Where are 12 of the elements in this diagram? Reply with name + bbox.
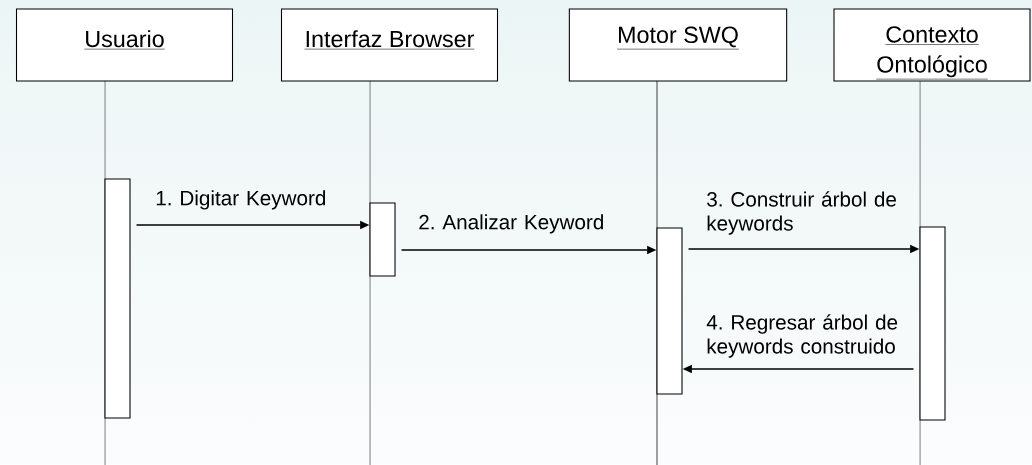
lifeline-header-box: Contexto Ontológico [833, 8, 1031, 82]
message-label: 3. Construir árbol de keywords [707, 191, 896, 235]
activation-bar [656, 227, 683, 395]
activation-bar [919, 226, 946, 421]
lifeline-header-box: Motor SWQ [568, 8, 788, 82]
lifeline-header-box: Usuario [15, 8, 234, 82]
message-label: 1. Digitar Keyword [156, 190, 326, 210]
message-label: 4. Regresar árbol de keywords construido [706, 314, 898, 358]
lifeline-header-box: Interfaz Browser [280, 8, 499, 82]
activation-bar [104, 178, 131, 419]
message-label: 2. Analizar Keyword [419, 214, 603, 234]
activation-bar [369, 202, 396, 277]
